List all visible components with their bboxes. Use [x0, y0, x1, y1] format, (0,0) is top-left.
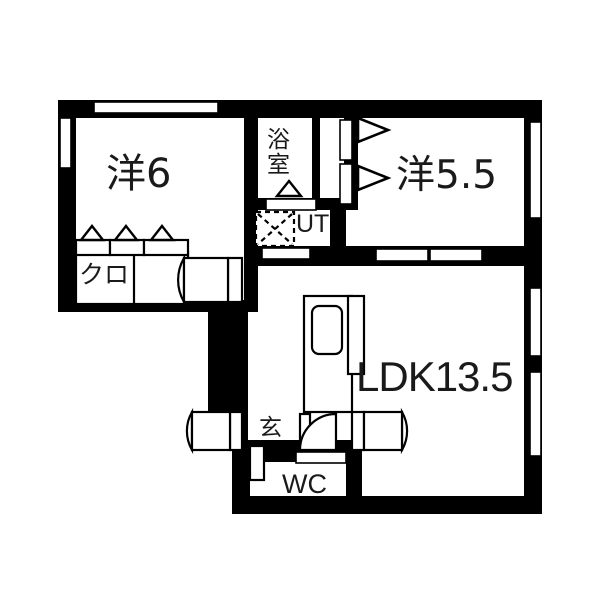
room-label-closet: クロ — [79, 260, 130, 289]
inner-door-swing — [298, 412, 338, 452]
sliding-door-ldk-right — [429, 248, 483, 262]
closet-shelf-b — [108, 238, 146, 257]
window-right-ldk-upper — [529, 287, 542, 357]
entrance-left-door-panel — [228, 410, 244, 452]
washing-machine-pan — [254, 210, 296, 248]
front-door-leaf — [362, 410, 404, 452]
bathroom-door — [265, 198, 317, 211]
room-label-ldk: LDK13.5 — [356, 353, 513, 400]
closet-unit — [74, 224, 190, 306]
closet-door-triangle-icon-2 — [112, 224, 140, 242]
front-door-panel — [350, 410, 366, 452]
room-label-entrance: 玄 — [259, 415, 282, 441]
room-label-western-55: 洋5.5 — [396, 153, 498, 198]
room6-door-leaf — [182, 256, 230, 304]
kitchen-sink-basin — [310, 304, 344, 356]
wc-door — [295, 451, 347, 464]
sliding-door-room55-lower — [339, 163, 353, 205]
window-left-room6 — [59, 117, 72, 169]
bathroom-entry-triangle-icon — [274, 179, 304, 198]
bathroom-label-text: 浴室 — [267, 127, 290, 178]
window-top-room6 — [93, 101, 219, 114]
room6-hall-door — [177, 253, 244, 307]
slide-arrow-icon-upper — [356, 116, 392, 144]
room-label-wc: WC — [282, 469, 327, 499]
shoe-cabinet-panel — [190, 410, 232, 452]
closet-shelf-a — [74, 238, 112, 257]
entrance-step-stub — [248, 444, 266, 482]
washer-pan-x-2 — [257, 213, 293, 245]
closet-door-triangle-icon-3 — [148, 224, 176, 242]
window-right-ldk-lower — [529, 371, 542, 457]
kitchen-counter-side — [346, 294, 366, 376]
sliding-door-room55-upper — [339, 119, 353, 161]
room-label-western-6: 洋6 — [106, 151, 172, 197]
entrance-doors — [185, 407, 409, 482]
room-label-utility: UT — [296, 210, 330, 238]
closet-door-triangle-icon-1 — [78, 224, 106, 242]
room6-door-panel — [226, 256, 244, 304]
closet-shelf-c — [142, 238, 190, 257]
sliding-doors — [261, 116, 483, 262]
windows — [59, 101, 542, 457]
sliding-door-ldk-left — [375, 248, 429, 262]
slide-arrow-icon-lower — [356, 164, 392, 192]
window-right-room55-upper — [529, 121, 542, 219]
room-label-bathroom: 浴室 — [267, 128, 290, 178]
kitchen-unit — [302, 294, 366, 414]
utility-door — [261, 247, 311, 260]
